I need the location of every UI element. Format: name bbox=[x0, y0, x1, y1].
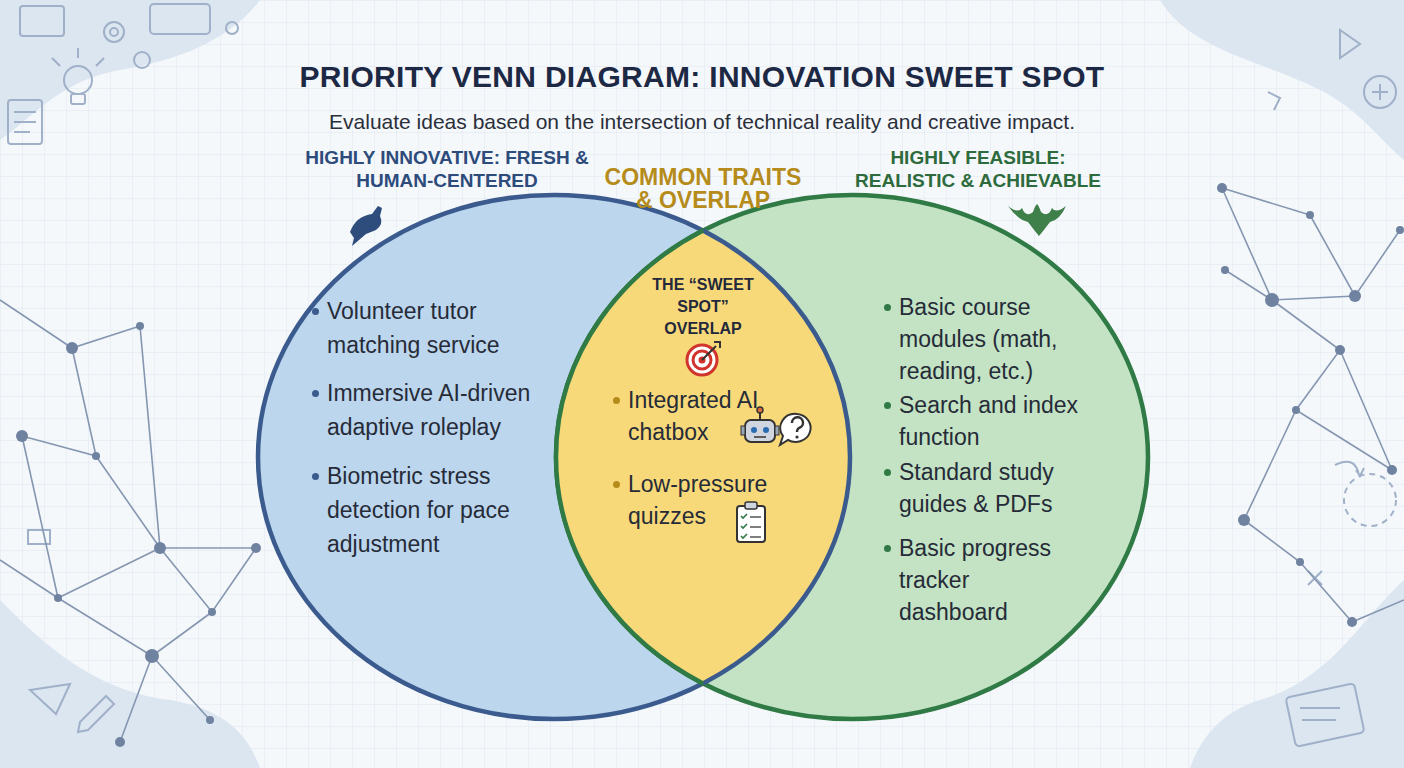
bullet-dot bbox=[613, 481, 620, 488]
network-lines bbox=[0, 188, 1404, 742]
bullet-dot bbox=[884, 402, 891, 409]
bullet-dot bbox=[312, 308, 319, 315]
bat-icon bbox=[1008, 204, 1066, 236]
circle-outline bbox=[258, 195, 850, 719]
idea-item: Low-pressure quizzes bbox=[628, 468, 778, 532]
bullet-dot bbox=[312, 473, 319, 480]
circle-outline bbox=[556, 195, 1148, 719]
idea-item: Biometric stress detection for pace adju… bbox=[327, 459, 565, 561]
subtitle: Evaluate ideas based on the intersection… bbox=[0, 109, 1404, 135]
question-bubble-icon bbox=[780, 414, 811, 445]
clipboard-icon bbox=[737, 502, 765, 542]
target-icon bbox=[687, 342, 720, 375]
idea-item: Search and index function bbox=[899, 389, 1082, 453]
idea-item: Integrated AI chatbox bbox=[628, 384, 778, 448]
idea-item: Standard study guides & PDFs bbox=[899, 456, 1082, 520]
network-dots bbox=[16, 183, 1404, 747]
idea-item: Immersive AI-driven adaptive roleplay bbox=[327, 376, 565, 444]
overlap-region-shape bbox=[556, 228, 850, 685]
overlap-region: COMMON TRAITS & OVERLAPTHE “SWEET SPOT” … bbox=[556, 228, 850, 685]
overlap-heading: COMMON TRAITS & OVERLAP bbox=[598, 166, 808, 212]
set-heading: HIGHLY INNOVATIVE: FRESH & HUMAN-CENTERE… bbox=[301, 146, 593, 192]
idea-item: Basic progress tracker dashboard bbox=[899, 532, 1082, 628]
bird-icon bbox=[350, 206, 382, 246]
diagram-title: PRIORITY VENN DIAGRAM: INNOVATION SWEET … bbox=[0, 58, 1404, 96]
set-heading: HIGHLY FEASIBLE: REALISTIC & ACHIEVABLE bbox=[842, 146, 1114, 192]
bullet-dot bbox=[884, 545, 891, 552]
sweet-spot-heading: THE “SWEET SPOT” OVERLAP bbox=[643, 274, 763, 340]
idea-item: Volunteer tutor matching service bbox=[327, 294, 565, 362]
bullet-dot bbox=[613, 397, 620, 404]
bullet-dot bbox=[884, 304, 891, 311]
bullet-dot bbox=[884, 469, 891, 476]
bullet-dot bbox=[312, 390, 319, 397]
robot-icon bbox=[741, 407, 779, 442]
idea-item: Basic course modules (math, reading, etc… bbox=[899, 291, 1082, 387]
